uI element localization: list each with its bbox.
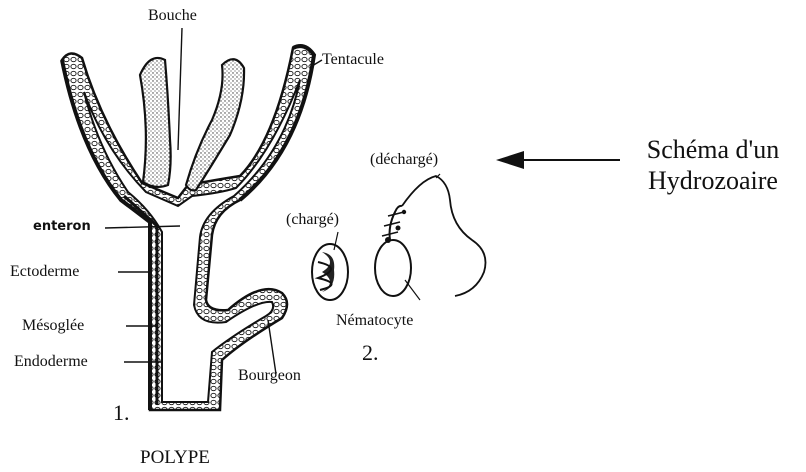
inner-tentacle-right [186, 59, 244, 190]
label-nematocyst: Nématocyte [336, 313, 413, 329]
nematocyst-drawing [312, 174, 486, 300]
pointer-arrow [496, 151, 620, 169]
label-endoderm: Endoderme [14, 354, 88, 370]
label-mesoglea: Mésoglée [22, 318, 84, 334]
title-line-1: Schéma d'un [628, 134, 798, 165]
label-bud: Bourgeon [238, 368, 301, 384]
polyp-enteron-cavity [84, 80, 300, 402]
label-nematocyst-number: 2. [362, 342, 379, 364]
label-discharged: (déchargé) [370, 152, 438, 168]
label-mouth: Bouche [148, 8, 197, 24]
title-line-2: Hydrozoaire [628, 165, 798, 196]
label-charged: (chargé) [286, 212, 339, 228]
nematocyst-discharged [375, 240, 411, 296]
label-enteron: enteron [33, 220, 91, 233]
discharged-thread [402, 176, 486, 296]
label-ectoderm: Ectoderme [10, 264, 79, 280]
polyp-drawing [62, 28, 322, 410]
label-tentacle: Tentacule [322, 52, 384, 68]
label-polyp: POLYPE [140, 448, 210, 467]
inner-tentacle-left [140, 58, 171, 187]
diagram-title: Schéma d'un Hydrozoaire [628, 134, 798, 196]
label-polyp-number: 1. [113, 402, 130, 424]
